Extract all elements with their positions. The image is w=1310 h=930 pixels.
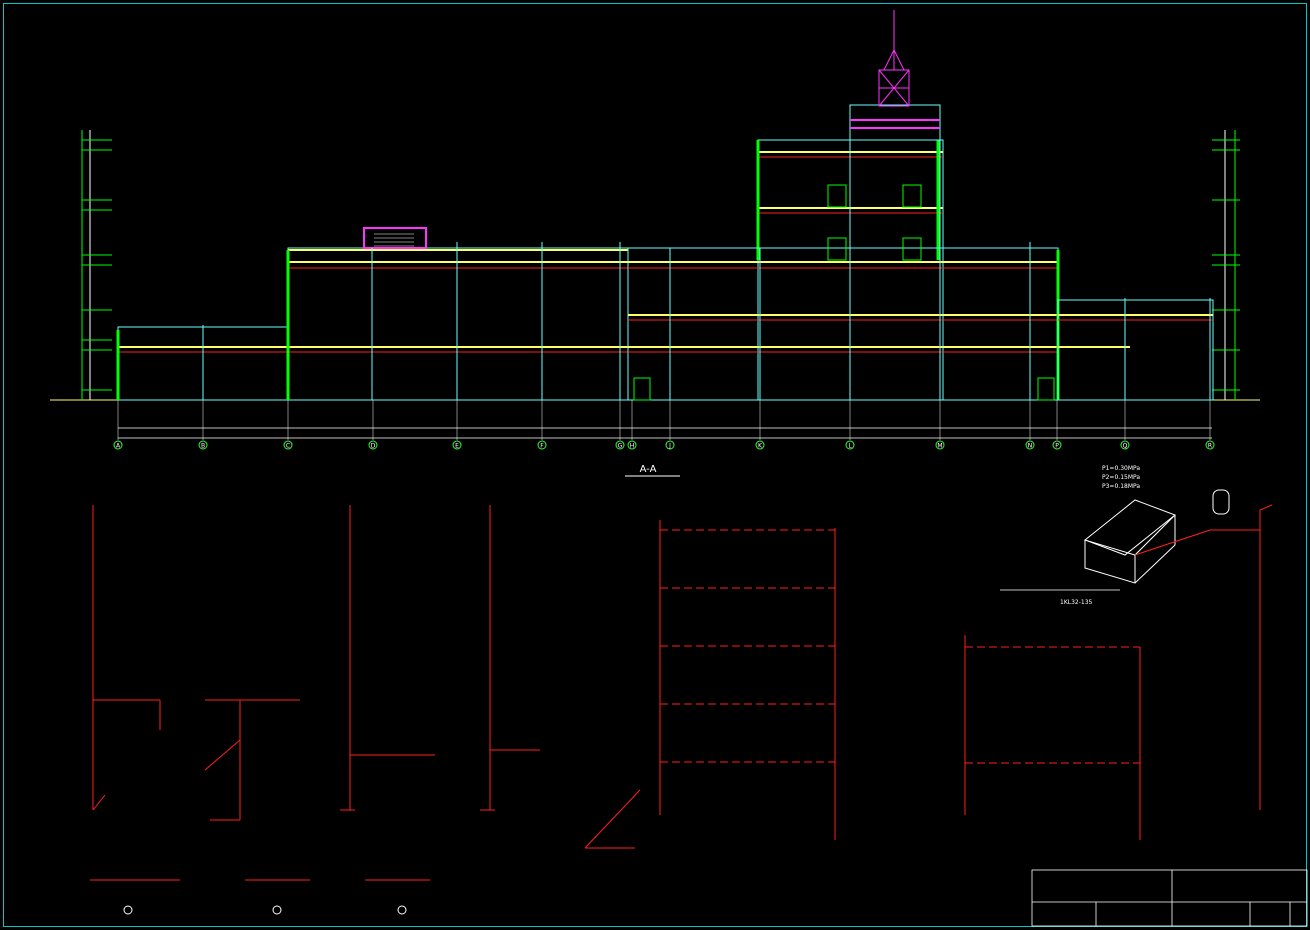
structural-columns [202, 140, 1211, 400]
axis-label-h: H [630, 443, 635, 450]
axis-bubble-c [283, 440, 293, 450]
axis-bubble-e [452, 440, 462, 450]
axis-bubble-p [1052, 440, 1062, 450]
section-a-a: A B C D E F GH J K L M N P Q R A-A [50, 10, 1260, 477]
axis-bubble-l [845, 440, 855, 450]
axis-bubble-h [627, 440, 637, 450]
axis-label-k: K [758, 443, 763, 450]
pressure-note-2: P2=0.15MPa [1102, 474, 1140, 481]
pressure-note-1: P1=0.30MPa [1102, 465, 1140, 472]
right-wing [627, 247, 1059, 401]
pressure-note-3: P3=0.18MPa [1102, 483, 1140, 490]
section-title: A-A [640, 464, 657, 475]
roof-tank [363, 227, 427, 249]
axis-bubble-j [665, 440, 675, 450]
axis-label-c: C [286, 443, 290, 450]
elevation-scale-right [1212, 130, 1240, 400]
axis-label-r: R [1208, 443, 1212, 450]
roof-tank-isometric [1084, 489, 1230, 584]
axis-bubble-a [113, 440, 123, 450]
axis-label-l: L [848, 443, 852, 450]
axis-label-e: E [455, 443, 459, 450]
axis-label-q: Q [1123, 443, 1128, 450]
axis-label-p: P [1055, 443, 1059, 450]
low-block-right [1057, 299, 1214, 401]
title-block [1031, 869, 1308, 927]
equipment-note: 1KL32-135 [1060, 599, 1093, 606]
elevation-scale-left [81, 130, 112, 400]
axis-bubble-n [1025, 440, 1035, 450]
axis-label-g: G [618, 443, 623, 450]
axis-bubble-d [368, 440, 378, 450]
axis-bubble-m [935, 440, 945, 450]
mid-block [287, 247, 629, 401]
riser-diagrams [90, 489, 1273, 915]
antenna-mast [878, 10, 910, 107]
axis-bubble-g [615, 440, 625, 450]
axis-label-f: F [540, 443, 544, 450]
axis-label-m: M [937, 443, 942, 450]
axis-bubble-q [1120, 440, 1130, 450]
axis-bubble-b [198, 440, 208, 450]
axis-bubble-r [1205, 440, 1215, 450]
drawing-frame [3, 3, 1307, 927]
axis-label-b: B [201, 443, 205, 450]
axis-label-n: N [1028, 443, 1033, 450]
axis-bubble-f [537, 440, 547, 450]
pressure-notes: P1=0.30MPa P2=0.15MPa P3=0.18MPa 1KL32-1… [1000, 465, 1140, 606]
axis-label-d: D [371, 443, 376, 450]
axis-bubble-k [755, 440, 765, 450]
axis-label-a: A [116, 443, 121, 450]
axis-label-j: J [668, 443, 671, 450]
